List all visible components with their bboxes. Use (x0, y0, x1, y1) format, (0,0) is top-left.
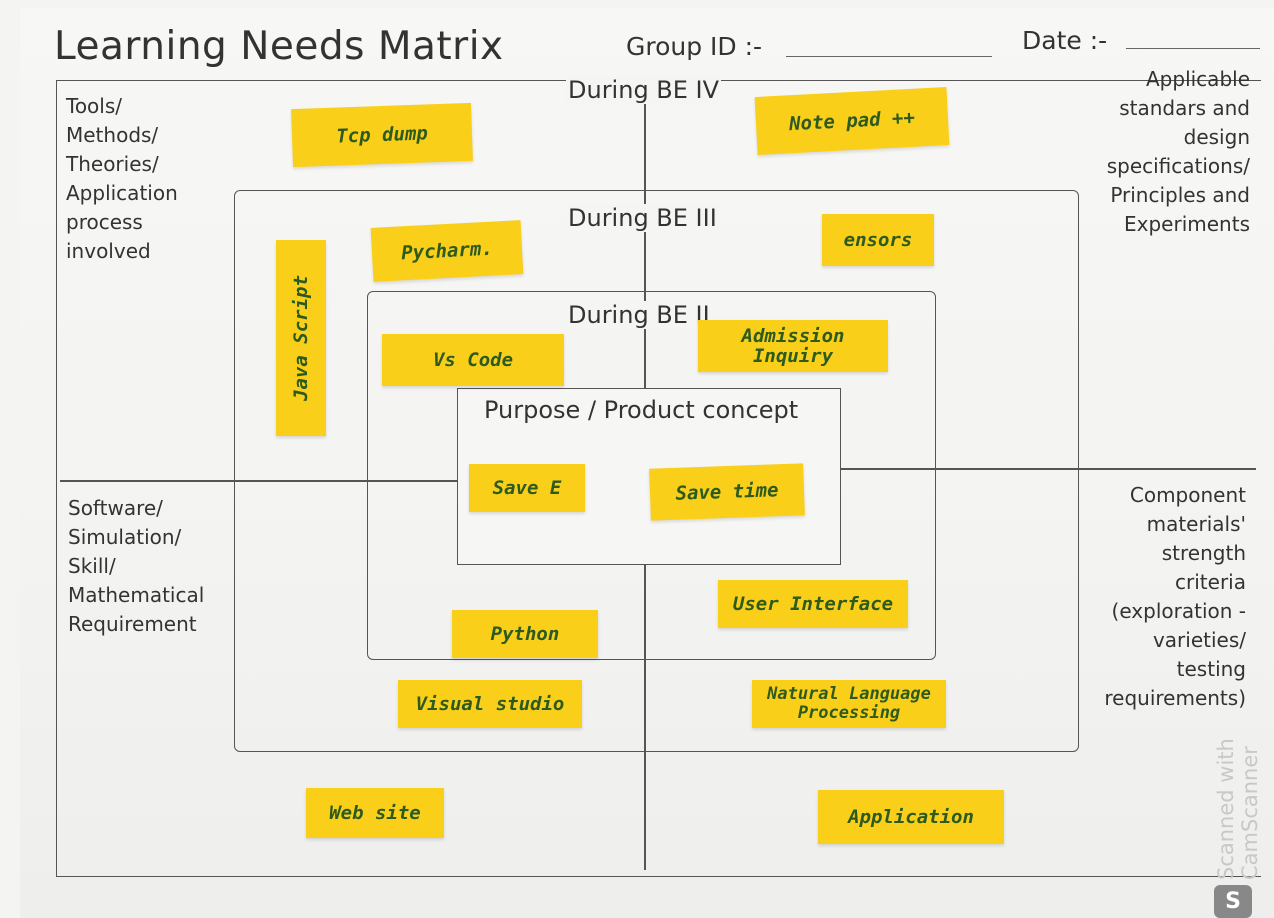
label-line: Applicable (1146, 67, 1250, 91)
label-line: testing (1176, 657, 1246, 681)
label-line: involved (66, 239, 151, 263)
camscanner-logo-icon: S (1214, 885, 1252, 918)
horizontal-divider-right (838, 468, 1256, 470)
label-line: process (66, 210, 143, 234)
sticky-note-user-interface: User Interface (718, 580, 908, 628)
label-line: varieties/ (1152, 628, 1246, 652)
sticky-note-application: Application (818, 790, 1004, 844)
sticky-note-nlp: Natural Language Processing (752, 680, 946, 728)
group-id-label: Group ID :- (626, 32, 763, 61)
quadrant-label-bottom-right: Component materials' strength criteria (… (1104, 481, 1246, 713)
javascript-text: Java Script (290, 275, 312, 401)
sticky-note-admission-inquiry: Admission Inquiry (698, 320, 888, 372)
label-line: Software/ (68, 496, 163, 520)
sticky-note-pycharm: Pycharm. (370, 220, 524, 282)
label-line: Requirement (68, 612, 197, 636)
label-line: Simulation/ (68, 525, 182, 549)
quadrant-label-bottom-left: Software/ Simulation/ Skill/ Mathematica… (68, 494, 204, 639)
ring-label-be2: During BE II (566, 301, 712, 329)
quadrant-label-top-right: Applicable standars and design specifica… (1107, 65, 1250, 239)
label-line: Experiments (1124, 212, 1250, 236)
ring-be2 (367, 291, 936, 660)
horizontal-divider-left (60, 480, 460, 482)
label-line: Mathematical (68, 583, 205, 607)
scanner-watermark: Scanned with CamScanner (1214, 738, 1262, 880)
date-label: Date :- (1022, 26, 1108, 55)
label-line: (exploration - (1111, 599, 1246, 623)
sticky-note-tcp-dump: Tcp dump (291, 102, 473, 168)
label-line: requirements) (1104, 686, 1246, 710)
sticky-note-website: Web site (306, 788, 444, 838)
quadrant-label-top-left: Tools/ Methods/ Theories/ Application pr… (66, 92, 178, 266)
label-line: standars and (1119, 96, 1250, 120)
page-title: Learning Needs Matrix (54, 24, 504, 69)
label-line: Theories/ (66, 152, 159, 176)
sticky-note-python: Python (452, 610, 598, 658)
label-line: Tools/ (66, 94, 123, 118)
ring-label-be4: During BE IV (566, 76, 722, 104)
sticky-note-vs-code: Vs Code (382, 334, 564, 386)
label-line: Component (1129, 483, 1246, 507)
sticky-note-sensors: ensors (822, 214, 934, 266)
label-line: design (1183, 125, 1250, 149)
group-id-blank (786, 56, 992, 57)
ring-label-be3: During BE III (566, 204, 719, 232)
label-line: Principles and (1110, 183, 1250, 207)
sticky-note-javascript: Java Script (276, 240, 326, 436)
label-line: specifications/ (1106, 154, 1250, 178)
sticky-note-save-e: Save E (469, 464, 585, 512)
sticky-note-notepad: Note pad ++ (754, 87, 950, 155)
date-blank (1126, 48, 1260, 49)
label-line: criteria (1175, 570, 1246, 594)
sticky-note-save-time: Save time (649, 463, 805, 521)
ring-be3 (234, 190, 1079, 752)
label-line: strength (1161, 541, 1246, 565)
label-line: Skill/ (68, 554, 116, 578)
label-line: materials' (1146, 512, 1246, 536)
label-line: Application (66, 181, 178, 205)
purpose-label: Purpose / Product concept (484, 396, 799, 424)
label-line: Methods/ (66, 123, 159, 147)
sticky-note-visual-studio: Visual studio (398, 680, 582, 728)
